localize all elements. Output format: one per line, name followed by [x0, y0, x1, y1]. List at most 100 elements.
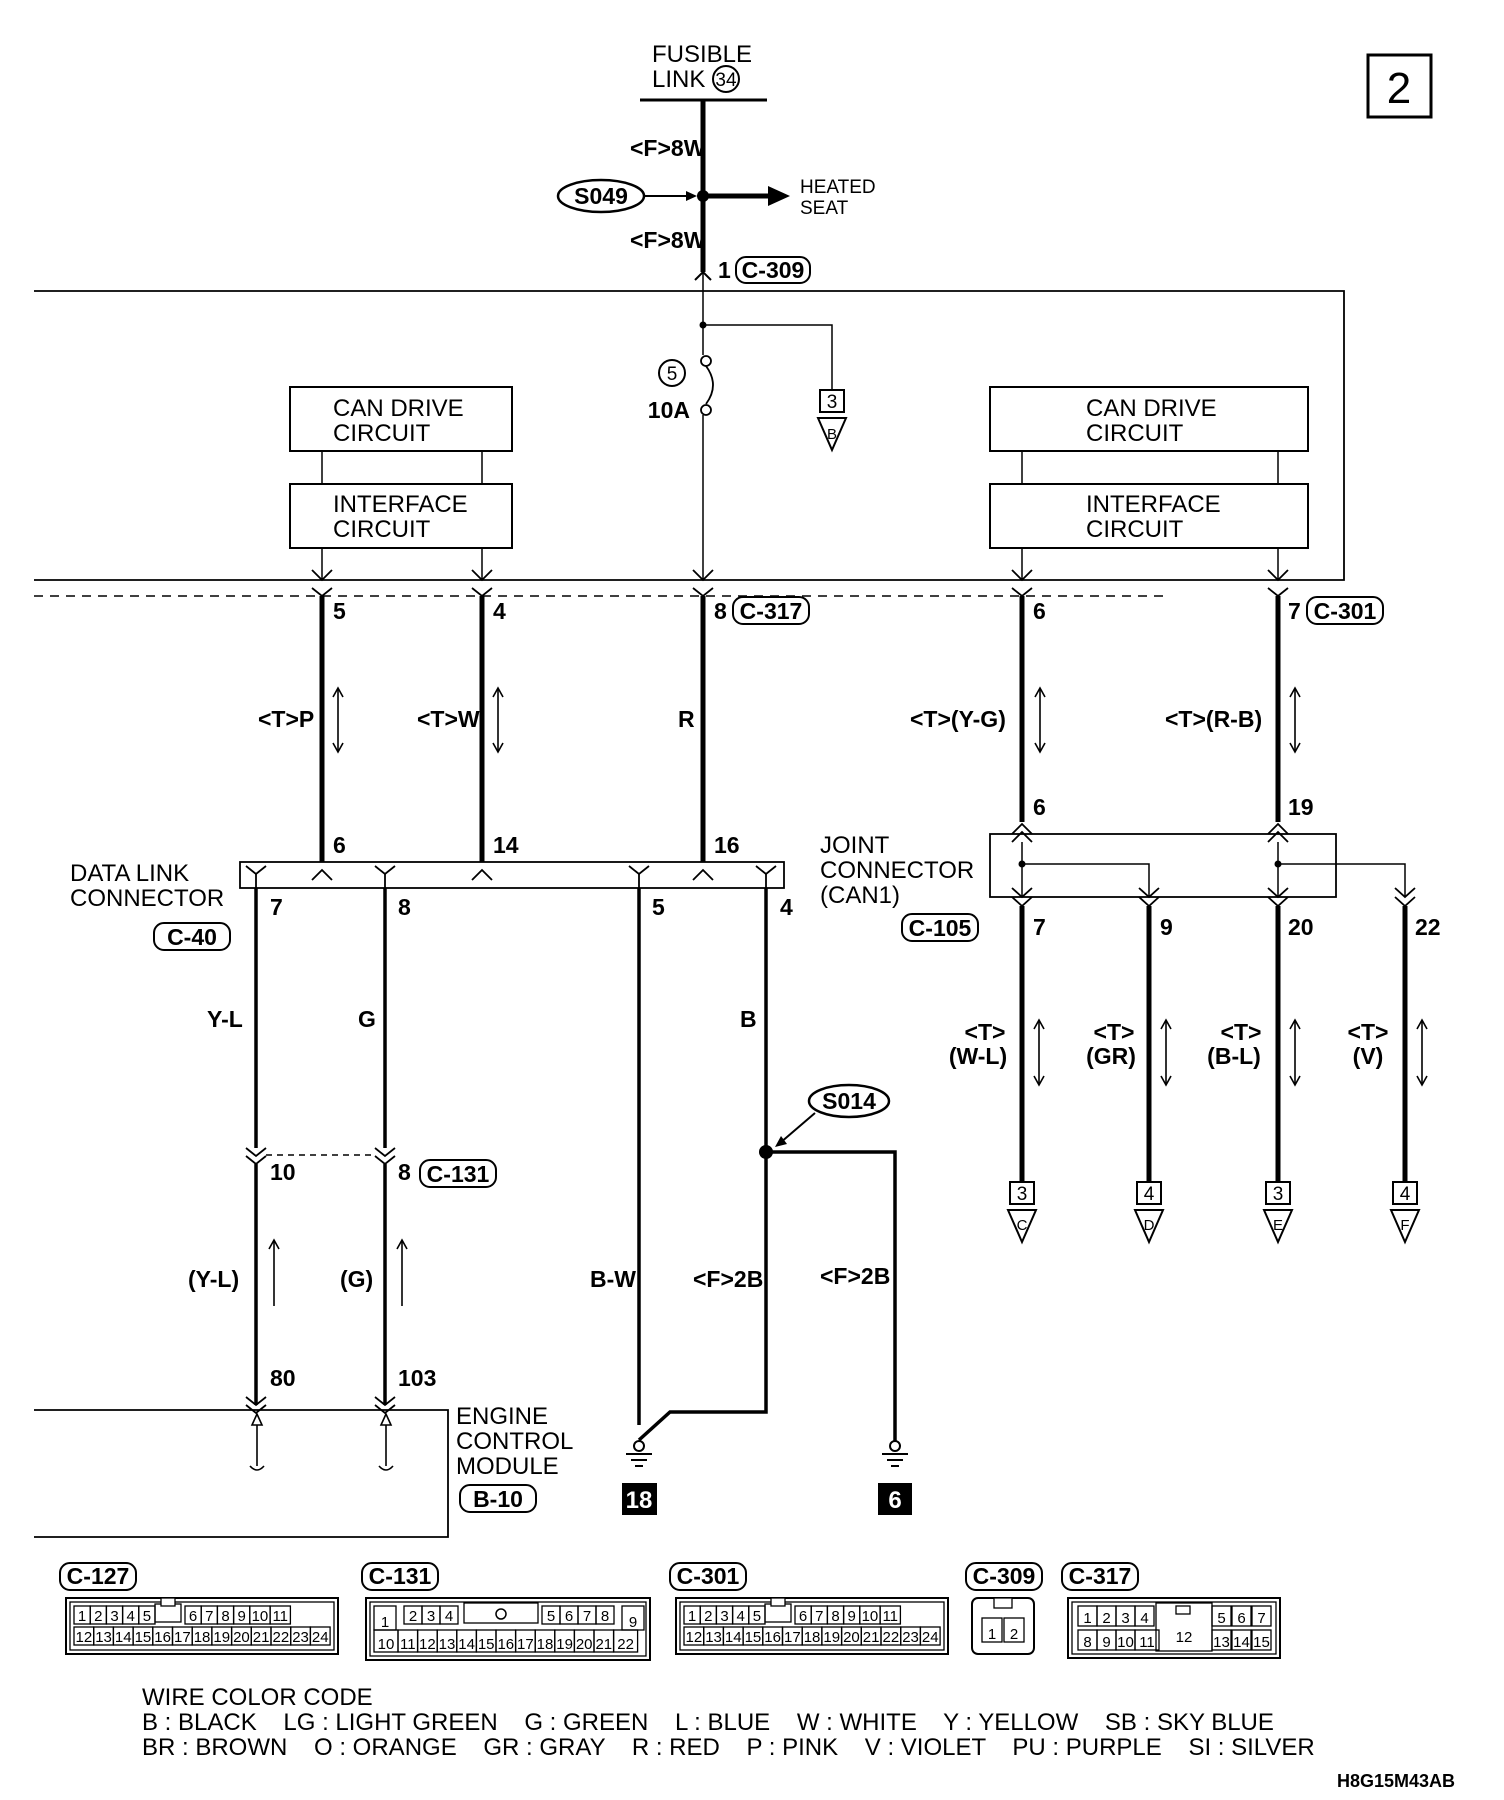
pin-7: 7: [1288, 598, 1301, 624]
c301-code: C-301: [1314, 598, 1377, 624]
c317-code: C-317: [740, 598, 803, 624]
pin-number: 22: [883, 1629, 900, 1646]
c131-pin-8: 8: [398, 1159, 411, 1185]
pin-cell: [1251, 1605, 1272, 1627]
ecm-label-1: ENGINE: [456, 1403, 548, 1430]
pin-number: 4: [1140, 1610, 1148, 1627]
joint-label-3: (CAN1): [820, 882, 900, 909]
pin-number: 14: [725, 1629, 742, 1646]
cv-c301-code-box: [669, 1562, 747, 1591]
pin-number: 8: [1083, 1634, 1091, 1651]
c317-inner: [1071, 1601, 1277, 1655]
fusible-link-number: 34: [715, 70, 737, 91]
jw-t-4: <T>: [1348, 1019, 1389, 1045]
splice-s014-label: S014: [822, 1088, 876, 1114]
ecm-arrows: [268, 1238, 408, 1306]
heated-seat-arrow: [768, 186, 790, 206]
pin-number: 5: [143, 1608, 151, 1625]
fusible-link-number-circle: [712, 65, 740, 93]
c309-key: [993, 1597, 1013, 1609]
ref-f-num: 4: [1400, 1184, 1411, 1205]
pin-number: 22: [273, 1629, 290, 1646]
left-can-drive-l1: CAN DRIVE: [333, 395, 464, 422]
pin-number: 6: [1237, 1610, 1245, 1627]
page-number-box: [1366, 53, 1433, 119]
pin-number: 9: [629, 1614, 637, 1631]
c317-pin-12: 12: [1176, 1629, 1193, 1646]
pin-number: 23: [902, 1629, 919, 1646]
pin-number: 8: [601, 1608, 609, 1625]
pin-number: 10: [252, 1608, 269, 1625]
c131-code: C-131: [427, 1161, 490, 1187]
ref-d-letter: D: [1144, 1217, 1155, 1234]
ground-18-box: [622, 1483, 657, 1515]
bidir-arrows-joint: [1033, 1018, 1428, 1087]
jw-c-3: (B-L): [1207, 1043, 1261, 1069]
pin-number: 11: [882, 1608, 898, 1625]
fuse-number-circle: [658, 359, 686, 387]
pin-number: 20: [233, 1629, 250, 1646]
c131-inner: [369, 1601, 647, 1657]
cv-c309-code: C-309: [973, 1563, 1036, 1589]
c317-outer: [1067, 1597, 1281, 1659]
pin-number: 13: [95, 1629, 112, 1646]
cv-c131-code-box: [361, 1562, 439, 1591]
joint-in-pin-6: 6: [1033, 794, 1046, 820]
right-interface-box: [989, 483, 1309, 549]
pin-number: 10: [1117, 1634, 1134, 1651]
wire-label-w: <T>W: [417, 706, 480, 732]
s049-pointer-head: [686, 191, 697, 201]
pin-number: 13: [439, 1636, 456, 1653]
pin-number: 16: [154, 1629, 171, 1646]
pin-number: 16: [764, 1629, 781, 1646]
ecm-label-3: MODULE: [456, 1453, 559, 1480]
color-code-title: WIRE COLOR CODE: [142, 1684, 373, 1711]
dlc-top-pin-14: 14: [493, 832, 519, 858]
wire-label-y-l: Y-L: [207, 1006, 243, 1032]
pin-number: 14: [458, 1636, 475, 1653]
pin-cell: [879, 1605, 902, 1625]
pin-number: 1: [1083, 1610, 1091, 1627]
dlc-top-pin-6: 6: [333, 832, 346, 858]
pin-number: 15: [135, 1629, 152, 1646]
pin-cell: [269, 1605, 292, 1625]
pin-number: 1: [381, 1614, 389, 1631]
pin-number: 21: [863, 1629, 880, 1646]
bidir-arrows-mid: [332, 686, 1301, 754]
pin-cell: [981, 1617, 1003, 1643]
wire-8w-lower: <F>8W: [630, 227, 706, 253]
key-slot: [764, 1603, 792, 1623]
dlc-terminals: [245, 865, 777, 888]
pin-cell: [1251, 1629, 1272, 1651]
right-can-drive-box: [989, 386, 1309, 452]
heated-seat-label-2: SEAT: [800, 198, 849, 219]
pin-number: 7: [815, 1608, 823, 1625]
jw-t-2: <T>: [1094, 1019, 1135, 1045]
color-code-line-1: B : BLACK LG : LIGHT GREEN G : GREEN L :…: [142, 1709, 1274, 1736]
pin-number: 6: [565, 1608, 573, 1625]
pin-cell: [1134, 1605, 1155, 1627]
wire-label-p: <T>P: [258, 706, 314, 732]
pin-number: 15: [745, 1629, 762, 1646]
left-can-drive-l2: CIRCUIT: [333, 420, 431, 447]
heated-seat-label-1: HEATED: [800, 177, 876, 198]
ground-6-box: [878, 1483, 912, 1515]
pin-cell: [1134, 1629, 1160, 1651]
jw-t-1: <T>: [965, 1019, 1006, 1045]
pin-cell: [612, 1629, 639, 1653]
left-can-drive-box: [289, 386, 513, 452]
ecm-code-box: [459, 1484, 537, 1513]
pin-number: 22: [617, 1636, 634, 1653]
pin-number: 11: [400, 1636, 416, 1653]
wire-label-y-l-lower: (Y-L): [188, 1266, 239, 1292]
c131-pin-10: 10: [270, 1159, 296, 1185]
pin-number: 10: [862, 1608, 879, 1625]
dlc-top-pin-16: 16: [714, 832, 740, 858]
pin-number: 2: [409, 1608, 417, 1625]
c131-outer: [365, 1597, 651, 1661]
page-number: 2: [1387, 64, 1411, 113]
jw-c-4: (V): [1353, 1043, 1384, 1069]
pin-number: 2: [704, 1608, 712, 1625]
